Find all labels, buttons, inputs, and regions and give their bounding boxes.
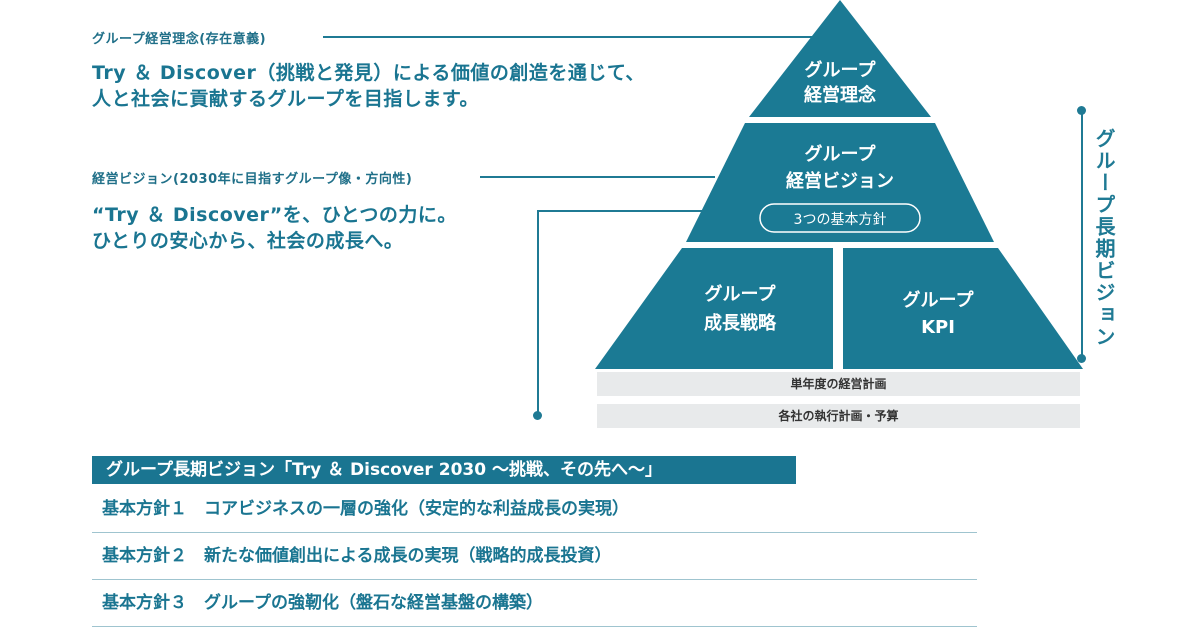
vision-line-1: “Try ＆ Discover”を、ひとつの力に。 xyxy=(92,204,457,226)
vision-line-2: ひとりの安心から、社会の成長へ。 xyxy=(92,230,404,252)
philosophy-connector-line xyxy=(323,36,813,38)
pyramid-mid-line-2: 経営ビジョン xyxy=(786,170,894,192)
basic-policy-list: 基本方針１ コアビジネスの一層の強化（安定的な利益成長の実現） 基本方針２ 新た… xyxy=(92,486,977,627)
pyramid-left-tier xyxy=(595,248,833,369)
pyramid-right-tier xyxy=(843,248,1083,369)
basic-policy-2: 基本方針２ 新たな価値創出による成長の実現（戦略的成長投資） xyxy=(92,533,977,580)
pyramid-diagram: グループ 経営理念 グループ 経営ビジョン 3つの基本方針 グループ 成長戦略 … xyxy=(595,0,1083,369)
pyramid-top-line-2: 経営理念 xyxy=(804,84,876,106)
long-vision-header: グループ長期ビジョン「Try ＆ Discover 2030 ～挑戦、その先へ～… xyxy=(92,456,796,484)
pyramid-right-line-1: グループ xyxy=(903,289,975,311)
execution-plan-bar: 各社の執行計画・予算 xyxy=(597,404,1080,428)
side-bracket-line xyxy=(1081,110,1083,358)
side-bracket-dot-top xyxy=(1077,106,1086,115)
side-bracket-dot-bottom xyxy=(1077,354,1086,363)
pyramid-left-line-1: グループ xyxy=(705,283,777,305)
pill-connector-horizontal xyxy=(537,210,702,212)
pyramid-right-line-2: KPI xyxy=(921,317,955,338)
philosophy-line-1: Try ＆ Discover（挑戦と発見）による価値の創造を通じて、 xyxy=(92,62,645,84)
annual-plan-bar: 単年度の経営計画 xyxy=(597,372,1080,396)
pyramid-left-line-2: 成長戦略 xyxy=(704,312,777,334)
philosophy-text: Try ＆ Discover（挑戦と発見）による価値の創造を通じて、 人と社会に… xyxy=(92,60,712,112)
basic-policy-pill-label: 3つの基本方針 xyxy=(794,211,887,228)
pyramid-mid-line-1: グループ xyxy=(805,143,877,165)
pyramid-top-line-1: グループ xyxy=(805,59,877,81)
basic-policy-3: 基本方針３ グループの強靭化（盤石な経営基盤の構築） xyxy=(92,580,977,627)
pill-connector-vertical xyxy=(537,210,539,415)
basic-policy-pill xyxy=(759,203,921,233)
basic-policy-1: 基本方針１ コアビジネスの一層の強化（安定的な利益成長の実現） xyxy=(92,486,977,533)
long-term-vision-vertical-title: グループ長期ビジョン xyxy=(1092,128,1116,348)
pyramid-top-tier xyxy=(749,0,931,117)
philosophy-line-2: 人と社会に貢献するグループを目指します。 xyxy=(92,88,479,110)
vision-label: 経営ビジョン(2030年に目指すグループ像・方向性) xyxy=(92,172,413,187)
vision-text: “Try ＆ Discover”を、ひとつの力に。 ひとりの安心から、社会の成長… xyxy=(92,202,612,254)
connector-dot xyxy=(533,411,542,420)
vision-connector-line xyxy=(480,176,715,178)
philosophy-label: グループ経営理念(存在意義) xyxy=(92,32,267,47)
